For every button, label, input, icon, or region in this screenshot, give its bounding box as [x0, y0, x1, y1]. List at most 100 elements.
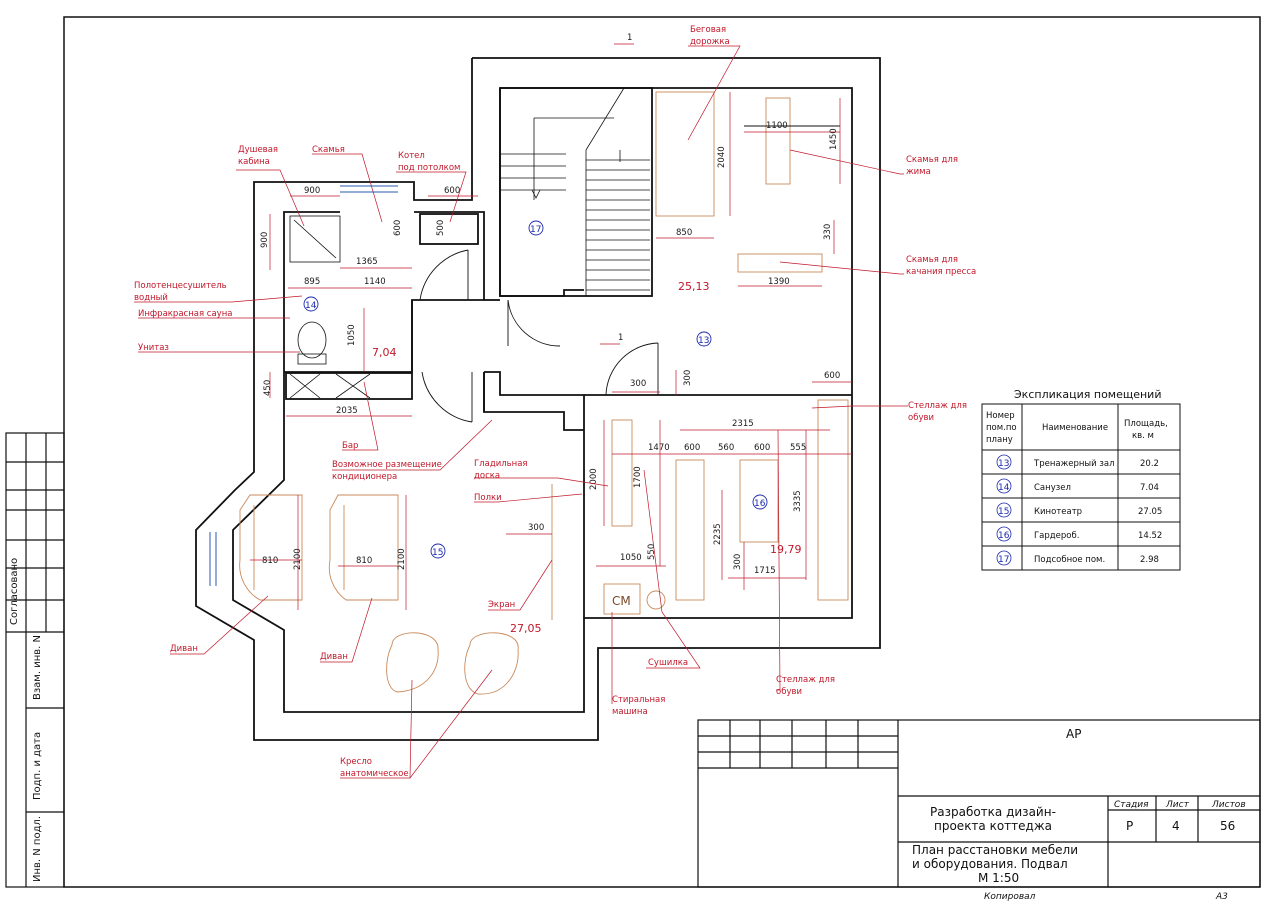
- dim-1365: 1365: [356, 257, 378, 267]
- svg-text:Стиральная: Стиральная: [612, 695, 665, 705]
- svg-text:Возможное размещение: Возможное размещение: [332, 460, 442, 470]
- svg-text:Санузел: Санузел: [1034, 483, 1071, 493]
- walls: [195, 57, 881, 741]
- svg-text:14: 14: [998, 483, 1010, 493]
- svg-text:Тренажерный зал: Тренажерный зал: [1033, 459, 1115, 469]
- side-sign-date: Подп. и дата: [32, 732, 43, 800]
- explication-row: 17 Подсобное пом. 2.98: [998, 555, 1159, 565]
- svg-text:Подсобное пом.: Подсобное пом.: [1034, 555, 1105, 565]
- svg-text:кондиционера: кондиционера: [332, 472, 397, 482]
- furniture: [239, 91, 849, 695]
- sheet-value: 4: [1172, 819, 1180, 833]
- annotation-washer: Стиральная машина: [612, 695, 665, 717]
- format-label: А3: [1215, 892, 1228, 902]
- explication-title: Экспликация помещений: [1014, 388, 1162, 401]
- bay-windows: [209, 185, 398, 586]
- dim-850: 850: [676, 228, 692, 238]
- dim-1700: 1700: [633, 466, 643, 488]
- svg-text:17: 17: [998, 555, 1009, 565]
- doors: [419, 249, 659, 423]
- svg-text:машина: машина: [612, 707, 648, 717]
- svg-text:2.98: 2.98: [1140, 555, 1159, 565]
- svg-text:Беговая: Беговая: [690, 25, 726, 35]
- svg-text:14.52: 14.52: [1138, 531, 1162, 541]
- copied-label: Копировал: [984, 892, 1036, 902]
- annotation-bench: Скамья: [312, 145, 345, 155]
- annotation-ironing: Гладильная доска: [474, 459, 528, 481]
- area-16: 19,79: [770, 543, 802, 556]
- washer-tag: СМ: [612, 594, 631, 608]
- svg-text:М 1:50: М 1:50: [978, 871, 1019, 885]
- room-number-13: 13: [698, 336, 709, 346]
- dim-2040: 2040: [717, 146, 727, 168]
- stage-label: Стадия: [1114, 800, 1149, 810]
- svg-text:дорожка: дорожка: [690, 37, 730, 47]
- svg-text:проекта коттеджа: проекта коттеджа: [934, 819, 1052, 833]
- dim-1050a: 1050: [347, 324, 357, 346]
- dim-1140: 1140: [364, 277, 386, 287]
- dim-450: 450: [263, 380, 273, 396]
- dim-600b: 600: [393, 220, 403, 236]
- svg-text:жима: жима: [906, 167, 931, 177]
- dim-600d: 600: [684, 443, 700, 453]
- explication-row: 14 Санузел 7.04: [998, 483, 1159, 493]
- dim-895: 895: [304, 277, 320, 287]
- side-inv-replace: Взам. инв. N: [32, 635, 43, 700]
- dim-600e: 600: [754, 443, 770, 453]
- svg-text:Кинотеатр: Кинотеатр: [1034, 507, 1082, 517]
- sheets-value: 56: [1220, 819, 1235, 833]
- dim-2035: 2035: [336, 406, 358, 416]
- annotation-shoe-rack-top: Стеллаж для обуви: [908, 401, 967, 423]
- room-number-15: 15: [432, 548, 443, 558]
- dimension-lines: [250, 43, 852, 610]
- svg-text:Площадь,: Площадь,: [1124, 419, 1168, 429]
- svg-text:Скамья для: Скамья для: [906, 155, 958, 165]
- svg-text:Гардероб.: Гардероб.: [1034, 531, 1079, 541]
- dim-300b: 300: [683, 370, 693, 386]
- bathroom-fixtures: [289, 215, 371, 399]
- svg-text:13: 13: [998, 459, 1009, 469]
- annotation-sofa-left: Диван: [170, 644, 198, 654]
- stage-value: Р: [1126, 819, 1133, 833]
- svg-text:7.04: 7.04: [1140, 483, 1159, 493]
- side-stamp: [5, 432, 65, 888]
- annotation-shoe-rack-bottom: Стеллаж для обуви: [776, 675, 835, 697]
- annotation-armchair: Кресло анатомическое: [340, 757, 409, 779]
- explication-header: Номер пом.по плану Наименование Площадь,…: [986, 411, 1168, 445]
- svg-text:пом.по: пом.по: [986, 423, 1017, 433]
- svg-text:Стеллаж для: Стеллаж для: [776, 675, 835, 685]
- dim-1050b: 1050: [620, 553, 642, 563]
- svg-text:кабина: кабина: [238, 157, 270, 167]
- explication-row: 13 Тренажерный зал 20.2: [998, 459, 1159, 469]
- explication-table: [981, 403, 1181, 571]
- svg-text:Гладильная: Гладильная: [474, 459, 528, 469]
- room-number-17: 17: [530, 225, 541, 235]
- annotation-bench-abs: Скамья для качания пресса: [906, 255, 976, 277]
- annotation-toilet: Унитаз: [138, 343, 169, 353]
- svg-text:Котел: Котел: [398, 151, 425, 161]
- dim-900b: 900: [260, 232, 270, 248]
- explication-row-markers: [996, 454, 1012, 566]
- dim-3335: 3335: [793, 490, 803, 512]
- staircase: [500, 87, 650, 296]
- dim-1-top: 1: [627, 33, 632, 43]
- area-15: 27,05: [510, 622, 542, 635]
- dim-1100: 1100: [766, 121, 788, 131]
- svg-text:обуви: обуви: [776, 687, 802, 697]
- svg-text:Полотенцесушитель: Полотенцесушитель: [134, 281, 227, 291]
- svg-text:20.2: 20.2: [1140, 459, 1159, 469]
- dim-1-mid: 1: [618, 333, 623, 343]
- dim-810a: 810: [262, 556, 278, 566]
- area-13: 25,13: [678, 280, 710, 293]
- svg-text:Разработка дизайн-: Разработка дизайн-: [930, 805, 1056, 819]
- svg-text:обуви: обуви: [908, 413, 934, 423]
- dim-555: 555: [790, 443, 806, 453]
- svg-text:Номер: Номер: [986, 411, 1015, 421]
- sheet-title: План расстановки мебели и оборудования. …: [912, 843, 1078, 885]
- side-agreed: Согласовано: [9, 558, 20, 625]
- dim-1390: 1390: [768, 277, 790, 287]
- svg-text:Кресло: Кресло: [340, 757, 372, 767]
- room-number-16: 16: [754, 499, 766, 509]
- svg-text:водный: водный: [134, 293, 168, 303]
